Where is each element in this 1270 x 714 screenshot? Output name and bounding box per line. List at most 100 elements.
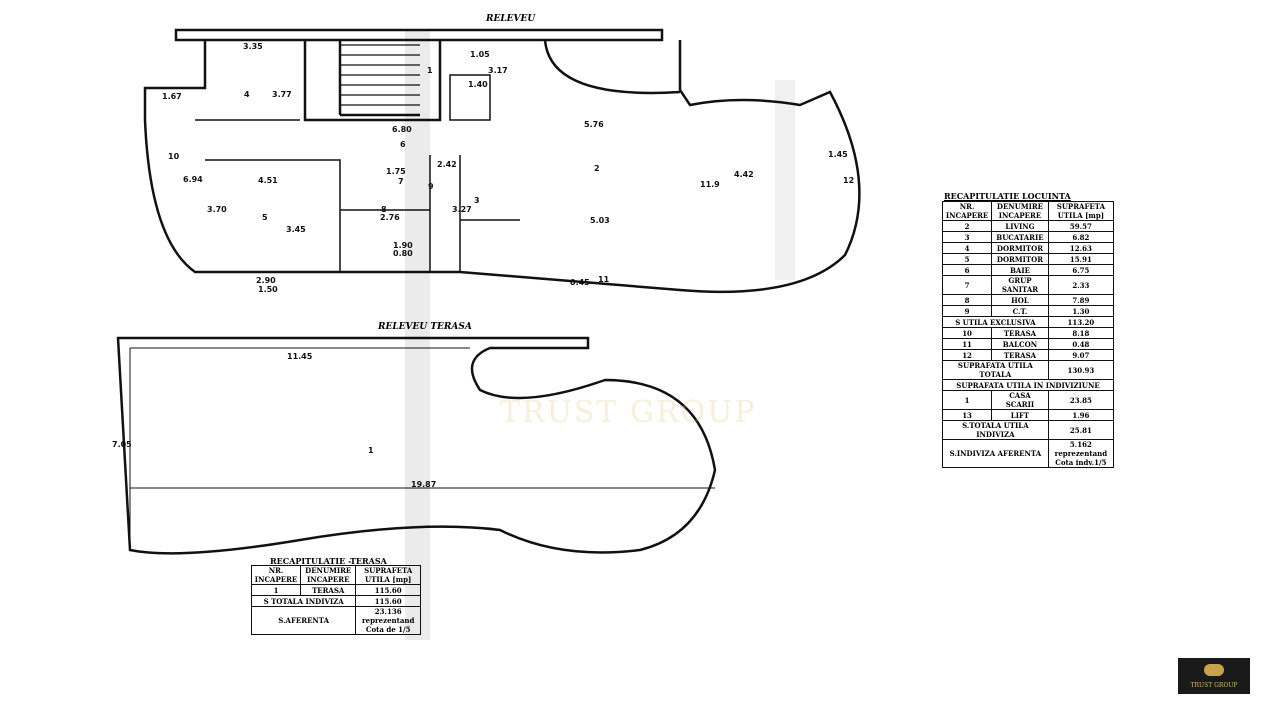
room-number: 5: [262, 213, 268, 222]
room-number: 8: [381, 205, 387, 214]
cell: 6.75: [1047, 264, 1115, 276]
handshake-icon: [1204, 664, 1224, 676]
dim-label: 1.45: [828, 150, 848, 159]
dim-label: 1.05: [470, 50, 490, 59]
room-number: 1: [427, 66, 433, 75]
locuinta-table-title: RECAPITULATIE LOCUINTA: [944, 191, 1071, 201]
dim-label: 6.94: [183, 175, 203, 184]
dim-label: 1.90: [393, 241, 413, 250]
cell: 9.07: [1047, 349, 1115, 361]
dim-label: 2.76: [380, 213, 400, 222]
terrace-plan-title: RELEVEU TERASA: [378, 322, 472, 332]
row-label: S.TOTALA UTILA INDIVIZA: [942, 420, 1049, 440]
cell: 15.91: [1047, 253, 1115, 265]
row-label: S UTILA EXCLUSIVA: [942, 316, 1049, 328]
dim-label: 0.80: [393, 249, 413, 258]
dim-label: 1.50: [258, 285, 278, 294]
cell: 6: [941, 264, 993, 276]
row-value: 130.93: [1047, 360, 1115, 380]
cell: 23.85: [1047, 390, 1115, 410]
cell: 1.30: [1047, 305, 1115, 317]
dim-label: 2.42: [437, 160, 457, 169]
row-label: S.AFERENTA: [250, 606, 357, 635]
cell: 12: [941, 349, 993, 361]
terrace-outline: [116, 336, 717, 555]
cell: TERASA: [991, 327, 1049, 339]
room-number: 11: [598, 275, 610, 284]
header: DENUMIRE INCAPERE: [991, 201, 1049, 221]
cell: HOL: [991, 294, 1049, 306]
dim-label: 11.9: [700, 180, 720, 189]
row-value: 115.60: [355, 595, 421, 607]
cell: 6.82: [1047, 231, 1115, 243]
room-number: 12: [843, 176, 855, 185]
header: NR. INCAPERE: [941, 201, 993, 221]
cell: DORMITOR: [991, 242, 1049, 254]
row-label: S TOTALA INDIVIZA: [250, 595, 357, 607]
watermark: TRUST GROUP: [500, 395, 757, 430]
header: NR. INCAPERE: [250, 565, 302, 585]
cell: 3: [941, 231, 993, 243]
dim-label: 4.51: [258, 176, 278, 185]
plan-title: RELEVEU: [486, 14, 536, 24]
room-number: 6: [400, 140, 406, 149]
room-number: 2: [594, 164, 600, 173]
cell: C.T.: [991, 305, 1049, 317]
dim-label: 6.80: [392, 125, 412, 134]
cell: 7.89: [1047, 294, 1115, 306]
cell: BAIE: [991, 264, 1049, 276]
trust-group-logo: TRUST GROUP: [1178, 658, 1250, 694]
dim-label: 3.35: [243, 42, 263, 51]
dim-label: 3.45: [286, 225, 306, 234]
cell: 2: [941, 220, 993, 232]
row-label: SUPRAFATA UTILA TOTALA: [942, 360, 1049, 380]
section-label: SUPRAFATA UTILA IN INDIVIZIUNE: [942, 379, 1114, 391]
row-value: 25.81: [1047, 420, 1115, 440]
cell: 1: [250, 584, 302, 596]
cell: 5: [941, 253, 993, 265]
dim-label: 5.76: [584, 120, 604, 129]
row-label: S.INDIVIZA AFERENTA: [942, 439, 1049, 468]
cell: TERASA: [991, 349, 1049, 361]
cell: GRUP SANITAR: [991, 275, 1049, 295]
dim-label: 1.40: [468, 80, 488, 89]
row-value: 23.136 reprezentand Cota de 1/5: [355, 606, 421, 635]
row-value: 5.162 reprezentand Cota indv.1/5: [1047, 439, 1115, 468]
terasa-table-title: RECAPITULATIE -TERASA: [270, 556, 387, 566]
cell: BUCATARIE: [991, 231, 1049, 243]
dim-label: 3.70: [207, 205, 227, 214]
dim-label: 2.90: [256, 276, 276, 285]
cell: DORMITOR: [991, 253, 1049, 265]
dim-label: 0.45: [570, 278, 590, 287]
cell: 8: [941, 294, 993, 306]
cell: 8.18: [1047, 327, 1115, 339]
cell: 7: [941, 275, 993, 295]
cell: LIFT: [991, 409, 1049, 421]
room-number: 10: [168, 152, 180, 161]
dim-label: 19.87: [411, 480, 437, 489]
dim-label: 4.42: [734, 170, 754, 179]
cell: 59.57: [1047, 220, 1115, 232]
cell: 4: [941, 242, 993, 254]
apartment-outline: [143, 40, 861, 294]
cell: 1.96: [1047, 409, 1115, 421]
dim-label: 5.03: [590, 216, 610, 225]
dim-label: 1.67: [162, 92, 182, 101]
header: DENUMIRE INCAPERE: [300, 565, 357, 585]
row-value: 113.20: [1047, 316, 1115, 328]
cell: 11: [941, 338, 993, 350]
logo-text: TRUST GROUP: [1190, 682, 1238, 689]
